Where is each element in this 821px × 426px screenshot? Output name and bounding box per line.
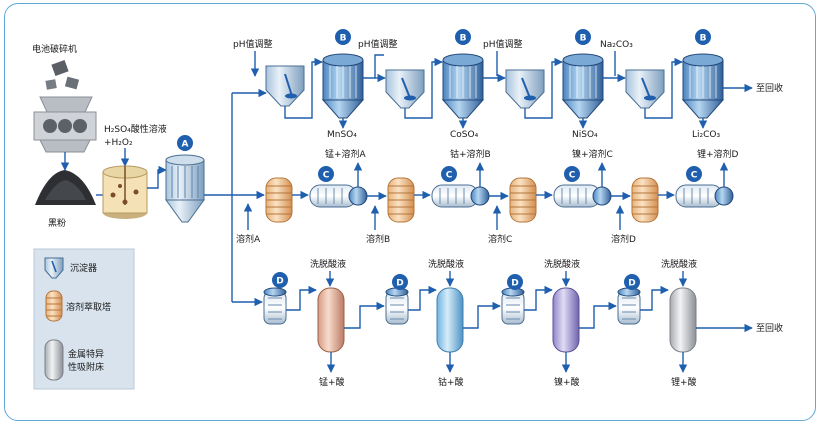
ni-acid-label: 镍+酸 xyxy=(554,376,580,388)
adsorption-bed-ni xyxy=(552,287,580,353)
legend: 沉淀器 溶剂萃取塔 金属特异 性吸附床 xyxy=(33,248,135,390)
separator-c-3 xyxy=(553,184,612,208)
co-solvent-b-label: 钴+溶剂B xyxy=(450,148,491,160)
tank-b-mn xyxy=(321,53,365,119)
ph-adjust-label-1: pH值调整 xyxy=(233,38,272,50)
precipitator-2 xyxy=(385,69,425,109)
filter-d-3 xyxy=(501,287,525,325)
filter-d-4 xyxy=(617,287,641,325)
elute-label-4: 洗脱酸液 xyxy=(661,258,697,270)
adsorption-bed-co xyxy=(436,287,464,353)
precipitator-3 xyxy=(505,69,545,109)
filter-d-2 xyxy=(385,287,409,325)
svg-text:B: B xyxy=(340,34,347,44)
adsorption-bed-mn xyxy=(317,287,345,353)
legend-adsorption-bed-icon xyxy=(44,339,64,381)
badge-d-1: D xyxy=(272,272,288,288)
ph-adjust-label-3: pH值调整 xyxy=(483,38,522,50)
badge-c-4: C xyxy=(686,166,702,182)
tank-b-co xyxy=(441,53,485,119)
legend-extraction-tower-icon xyxy=(45,290,63,322)
svg-text:C: C xyxy=(446,171,453,181)
leach-solution-label-1: H₂SO₄酸性溶液 xyxy=(104,123,167,135)
separator-c-2 xyxy=(431,184,490,208)
to-recovery-top: 至回收 xyxy=(756,82,783,94)
svg-text:D: D xyxy=(628,279,635,289)
to-recovery-bottom: 至回收 xyxy=(756,322,783,334)
svg-text:C: C xyxy=(569,171,576,181)
mn-solvent-a-label: 锰+溶剂A xyxy=(325,148,367,160)
svg-text:D: D xyxy=(511,279,518,289)
solvent-d-label: 溶剂D xyxy=(611,233,636,245)
adsorption-bed-li xyxy=(669,287,697,353)
badge-c-3: C xyxy=(564,166,580,182)
solvent-c-label: 溶剂C xyxy=(488,233,512,245)
filter-tank-a xyxy=(165,154,205,223)
legend-extraction-tower: 溶剂萃取塔 xyxy=(66,301,111,313)
badge-c-2: C xyxy=(441,166,457,182)
badge-c-1: C xyxy=(318,166,334,182)
separator-c-4 xyxy=(675,184,734,208)
tank-b-li xyxy=(681,53,725,119)
na2co3-label: Na₂CO₃ xyxy=(600,40,633,50)
badge-d-2: D xyxy=(392,274,408,290)
legend-precipitator-icon xyxy=(44,257,64,279)
extraction-tower-3 xyxy=(509,177,537,223)
niso4-label: NiSO₄ xyxy=(572,130,598,140)
badge-b-1: B xyxy=(335,29,351,45)
svg-text:D: D xyxy=(396,279,403,289)
black-powder-pile xyxy=(35,170,96,205)
leach-solution-label-2: +H₂O₂ xyxy=(104,138,133,148)
badge-d-3: D xyxy=(507,274,523,290)
elute-label-1: 洗脱酸液 xyxy=(310,258,346,270)
svg-text:B: B xyxy=(460,34,467,44)
svg-text:C: C xyxy=(323,171,330,181)
solvent-b-label: 溶剂B xyxy=(366,233,390,245)
svg-text:B: B xyxy=(700,34,707,44)
legend-precipitator: 沉淀器 xyxy=(70,262,97,274)
tank-b-ni xyxy=(561,53,605,119)
svg-text:B: B xyxy=(580,34,587,44)
legend-adsorption-bed-1: 金属特异 xyxy=(68,348,104,360)
li2co3-label: Li₂CO₃ xyxy=(692,130,720,140)
coso4-label: CoSO₄ xyxy=(450,130,479,140)
filter-d-1 xyxy=(263,287,287,325)
precipitator-4 xyxy=(625,69,665,109)
black-powder-label: 黑粉 xyxy=(48,217,66,229)
mn-acid-label: 锰+酸 xyxy=(319,376,345,388)
li-solvent-d-label: 锂+溶剂D xyxy=(697,148,739,160)
precipitator-1 xyxy=(265,65,305,107)
elute-label-3: 洗脱酸液 xyxy=(544,258,580,270)
separator-c-1 xyxy=(309,184,368,208)
badge-b-2: B xyxy=(455,29,471,45)
badge-d-4: D xyxy=(624,274,640,290)
diagram-frame xyxy=(4,3,816,421)
ni-solvent-c-label: 镍+溶剂C xyxy=(572,148,613,160)
svg-text:A: A xyxy=(182,140,189,150)
extraction-tower-2 xyxy=(387,177,415,223)
badge-a: A xyxy=(177,135,193,151)
leach-reactor xyxy=(102,165,148,219)
badge-b-3: B xyxy=(575,29,591,45)
elute-label-2: 洗脱酸液 xyxy=(428,258,464,270)
badge-b-4: B xyxy=(695,29,711,45)
svg-text:D: D xyxy=(276,277,283,287)
legend-adsorption-bed-2: 性吸附床 xyxy=(68,361,104,373)
co-acid-label: 钴+酸 xyxy=(438,376,464,388)
ph-adjust-label-2: pH值调整 xyxy=(358,38,397,50)
extraction-tower-1 xyxy=(265,177,293,223)
solvent-a-label: 溶剂A xyxy=(236,233,261,245)
extraction-tower-4 xyxy=(631,177,659,223)
crusher-label: 电池破碎机 xyxy=(32,43,77,55)
battery-crusher xyxy=(33,59,97,153)
svg-text:C: C xyxy=(691,171,698,181)
mnso4-label: MnSO₄ xyxy=(327,130,357,140)
li-acid-label: 锂+酸 xyxy=(671,376,697,388)
